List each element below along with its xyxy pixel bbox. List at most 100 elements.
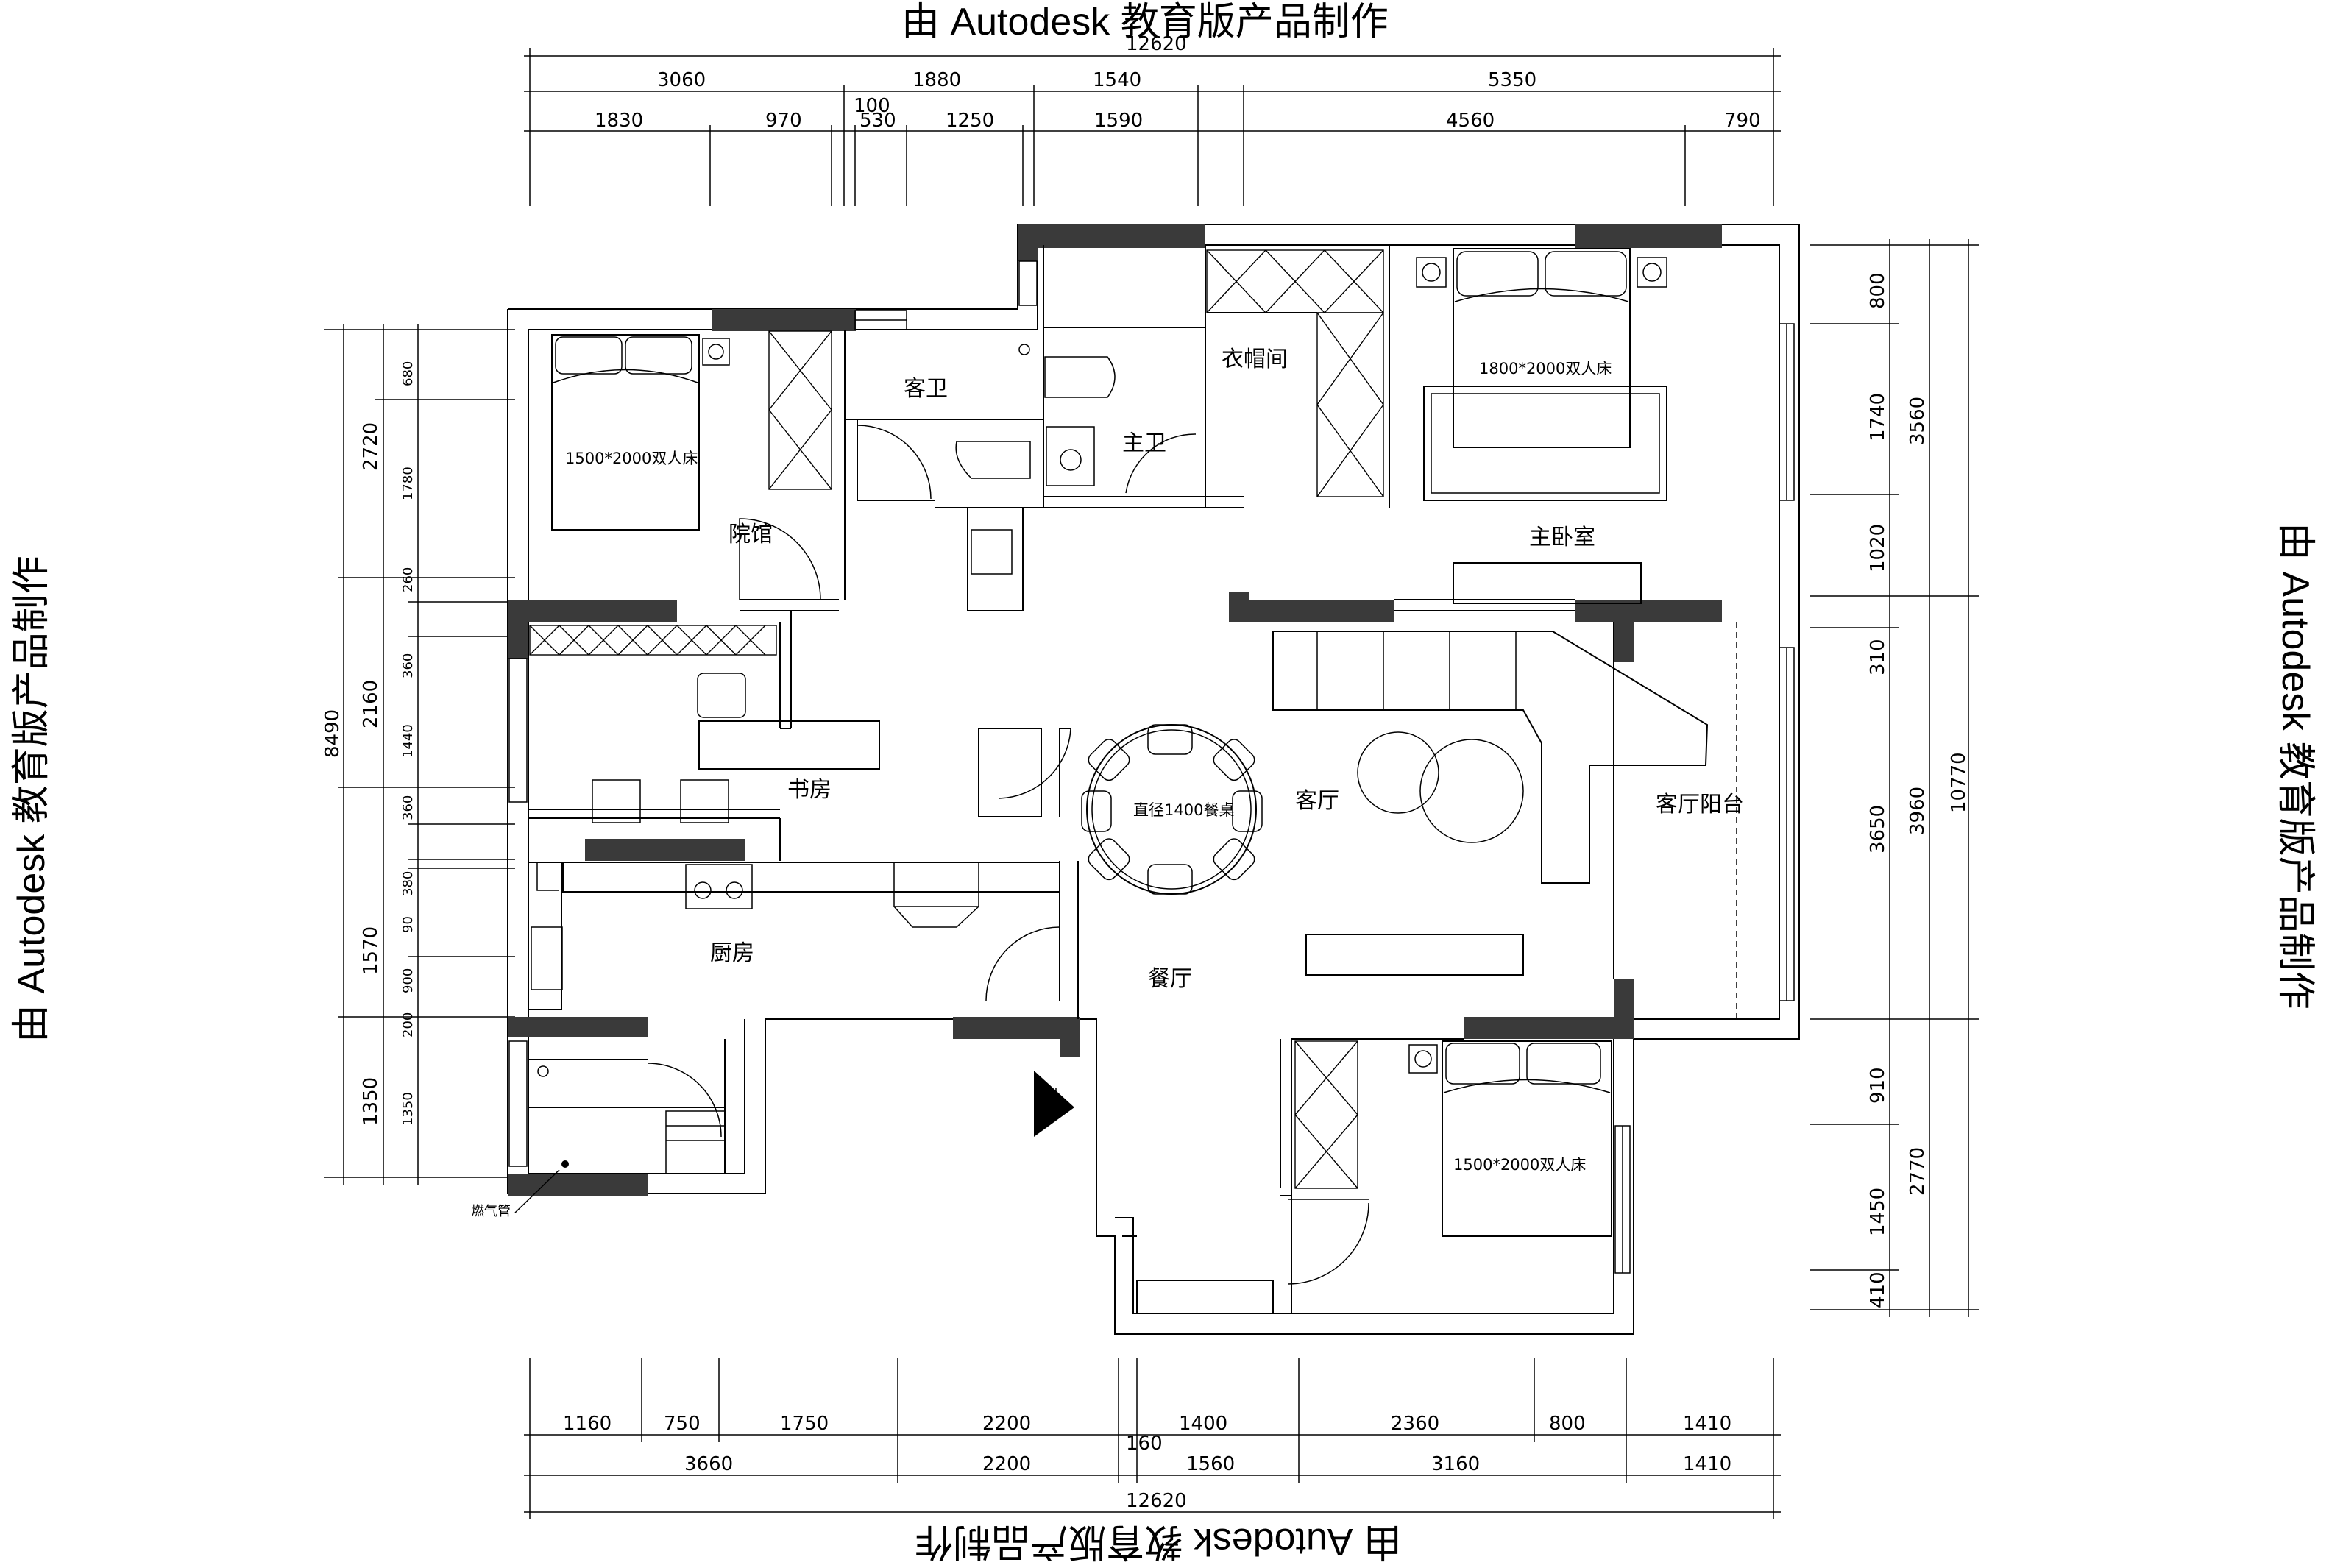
dim-left-r2-2: 1780 [400, 467, 416, 500]
left-dimensions: 8490 2720 2160 1570 1350 680 1780 260 36… [322, 324, 515, 1185]
watermark-top-text: 由 Autodesk 教育版产品制作 [901, 1, 1389, 43]
dim-top-r2-5: 1250 [946, 110, 994, 132]
dim-right-r2-8: 410 [1867, 1271, 1889, 1308]
top-dimensions: 12620 3060 1880 1540 5350 1830 970 100 5… [524, 33, 1781, 206]
dim-left-r2-8: 90 [400, 916, 416, 933]
dim-bot-r2-2: 160 [1126, 1433, 1163, 1455]
dim-top-1: 3060 [657, 69, 706, 91]
dim-left-r2-1: 680 [400, 361, 416, 386]
living-furniture [1272, 631, 1709, 884]
room-label-cloakroom: 衣帽间 [1222, 347, 1288, 372]
bed-guest: 1500*2000双人床 [551, 334, 730, 531]
dim-left-r2-11: 1350 [400, 1092, 416, 1126]
dim-bot-4: 2200 [982, 1413, 1031, 1435]
interior-walls [528, 245, 1737, 1314]
dim-right-r2-7: 1450 [1867, 1188, 1889, 1236]
room-label-living: 客厅 [1295, 788, 1339, 814]
dim-bot-r2-5: 3160 [1431, 1453, 1480, 1475]
bed-south: 1500*2000双人床 [1305, 934, 1612, 1237]
dim-right-r2-5: 3650 [1867, 805, 1889, 854]
watermark-right: 由 Autodesk 教育版产品制作 [2274, 522, 2316, 1010]
room-label-study: 书房 [787, 777, 832, 803]
room-label-courtyard: 院馆 [729, 522, 773, 547]
doors [647, 425, 1369, 1285]
room-label-master-bedroom: 主卧室 [1529, 525, 1595, 550]
room-label-guest-bath: 客卫 [904, 376, 948, 402]
dim-left-r2-3: 260 [400, 567, 416, 592]
exterior-walls [507, 224, 1800, 1335]
dim-bot-r2-4: 1560 [1186, 1453, 1235, 1475]
dim-right-r2-2: 1740 [1867, 393, 1889, 441]
study-furniture [592, 673, 880, 823]
dim-bot-r2-3: 2200 [982, 1453, 1031, 1475]
watermark-left-text: 由 Autodesk 教育版产品制作 [10, 556, 53, 1043]
dim-bot-3: 1750 [780, 1413, 829, 1435]
watermark-top: 由 Autodesk 教育版产品制作 [901, 1, 1389, 43]
dim-right-3: 2770 [1907, 1147, 1929, 1196]
dim-bot-5: 1400 [1179, 1413, 1227, 1435]
dim-top-3: 1540 [1093, 69, 1141, 91]
dining-set: 直径1400餐桌 [1081, 724, 1263, 895]
dim-top-r2-7: 4560 [1446, 110, 1495, 132]
dim-bot-2: 750 [664, 1413, 701, 1435]
watermark-bottom-text: 由 Autodesk 教育版产品制作 [915, 1520, 1402, 1563]
bath-fixtures [955, 344, 1116, 575]
dim-top-2: 1880 [912, 69, 961, 91]
dim-right-r2-1: 800 [1867, 272, 1889, 309]
dim-bot-6: 2360 [1391, 1413, 1439, 1435]
room-label-living-balcony: 客厅阳台 [1656, 792, 1744, 817]
dim-top-r2-8: 790 [1724, 110, 1761, 132]
dim-left-r2-5: 1440 [400, 724, 416, 758]
dim-left-1: 2720 [360, 422, 382, 471]
dim-right-r2-4: 310 [1867, 639, 1889, 675]
room-label-kitchen: 厨房 [710, 940, 754, 966]
bed-master-label: 1800*2000双人床 [1479, 360, 1612, 377]
cabinets [529, 249, 1384, 1189]
dim-left-r2-4: 360 [400, 653, 416, 678]
dim-left-r2-6: 360 [400, 795, 416, 820]
watermark-left: 由 Autodesk 教育版产品制作 [10, 556, 53, 1043]
dim-right-1: 3560 [1907, 397, 1929, 445]
dim-top-total: 12620 [1126, 33, 1187, 55]
dim-top-r2-3: 100 [854, 95, 890, 117]
room-label-master-bath: 主卫 [1122, 430, 1166, 456]
dim-left-2: 2160 [360, 680, 382, 728]
dim-bot-8: 1410 [1683, 1413, 1731, 1435]
service-room [514, 1065, 726, 1213]
dim-left-3: 1570 [360, 926, 382, 975]
bed-master: 1800*2000双人床 [1416, 248, 1667, 604]
dim-top-r2-6: 1590 [1094, 110, 1143, 132]
entrance-arrow-icon [1034, 1071, 1074, 1137]
dim-right-r2-6: 910 [1867, 1067, 1889, 1104]
right-dimensions: 10770 3560 3960 2770 800 1740 1020 310 3… [1810, 239, 1979, 1317]
watermark-right-text: 由 Autodesk 教育版产品制作 [2274, 522, 2316, 1010]
bed-south-label: 1500*2000双人床 [1453, 1156, 1586, 1174]
dim-bot-7: 800 [1549, 1413, 1586, 1435]
dim-bot-total: 12620 [1126, 1490, 1187, 1512]
dim-bot-r2-6: 1410 [1683, 1453, 1731, 1475]
dim-left-total: 8490 [322, 709, 344, 758]
windows [508, 260, 1795, 1274]
dim-left-r2-7: 380 [400, 871, 416, 896]
room-labels: 客卫 衣帽间 主卫 院馆 主卧室 书房 客厅 客厅阳台 厨房 餐厅 燃气管 [471, 347, 1744, 1219]
dim-top-r2-2: 970 [765, 110, 802, 132]
dim-bot-1: 1160 [563, 1413, 612, 1435]
dim-bot-r2-1: 3660 [684, 1453, 733, 1475]
dim-top-4: 5350 [1488, 69, 1536, 91]
bed-guest-label: 1500*2000双人床 [565, 450, 698, 467]
watermark-bottom: 由 Autodesk 教育版产品制作 [915, 1520, 1402, 1563]
gas-pipe-label: 燃气管 [471, 1204, 511, 1219]
dim-top-r2-1: 1830 [595, 110, 643, 132]
room-label-dining: 餐厅 [1148, 966, 1192, 992]
dim-top-r2-4: 530 [859, 110, 896, 132]
dim-left-r2-10: 200 [400, 1012, 416, 1037]
dim-right-r2-3: 1020 [1867, 524, 1889, 572]
dim-right-total: 10770 [1948, 752, 1970, 813]
dim-left-r2-9: 900 [400, 968, 416, 993]
kitchen-fixtures [528, 862, 1060, 1010]
dim-right-2: 3960 [1907, 787, 1929, 835]
dim-left-4: 1350 [360, 1077, 382, 1126]
dining-table-label: 直径1400餐桌 [1133, 801, 1234, 819]
bottom-dimensions: 1160 750 1750 2200 1400 2360 800 1410 36… [524, 1358, 1781, 1519]
